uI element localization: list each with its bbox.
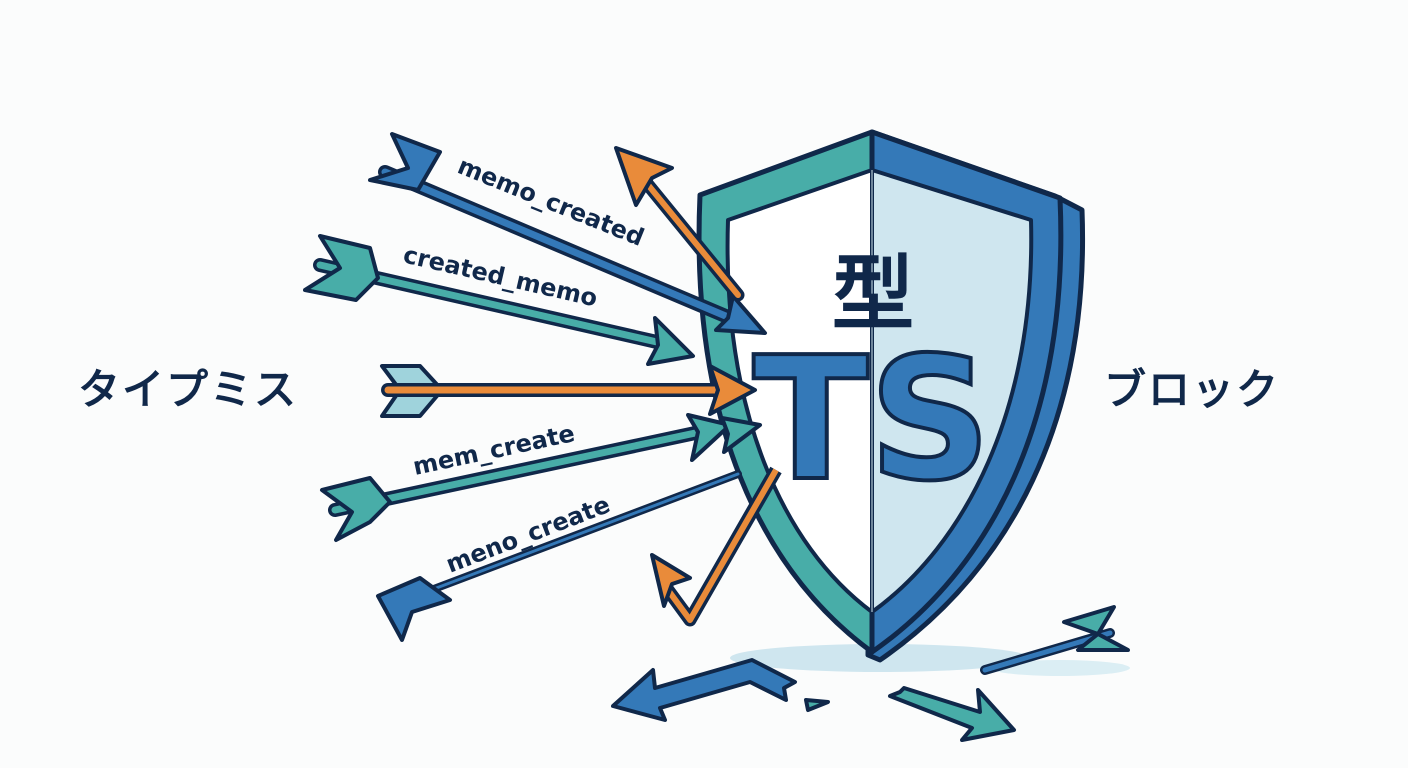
arrow-shadow bbox=[990, 660, 1130, 676]
arrow-orange-center bbox=[380, 364, 757, 418]
fallen-arrow bbox=[980, 605, 1130, 675]
arrow-created-memo: created_memo bbox=[303, 234, 695, 366]
broken-arrow-teal bbox=[888, 686, 1016, 742]
shield-icon bbox=[696, 129, 1086, 663]
typo-label: タイプミス bbox=[78, 365, 299, 414]
arrow-deflected-up bbox=[614, 146, 745, 302]
shield-ts-badge: TS bbox=[753, 321, 991, 519]
block-label: ブロック bbox=[1104, 365, 1281, 414]
broken-arrow-blue bbox=[611, 658, 830, 722]
arrow-deflected-zigzag bbox=[650, 466, 782, 627]
shield-kanji: 型 bbox=[832, 247, 914, 342]
